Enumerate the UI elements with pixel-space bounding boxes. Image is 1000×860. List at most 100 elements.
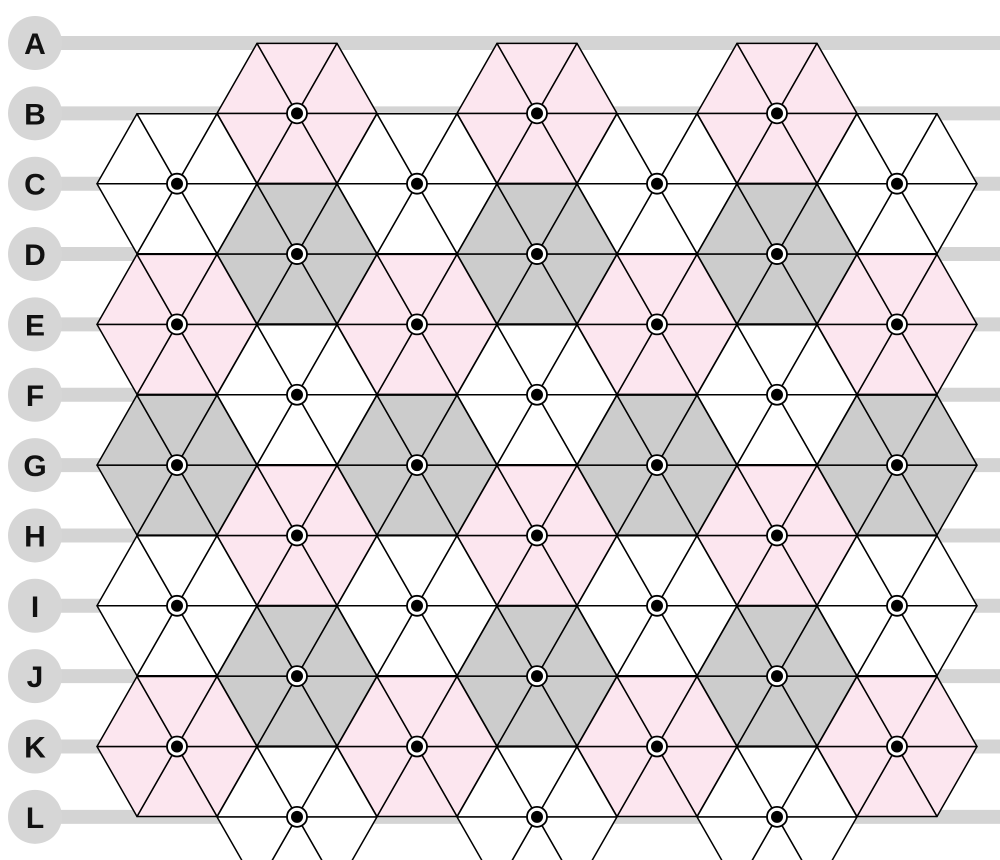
node-k3[interactable] — [406, 735, 428, 758]
node-g7[interactable] — [886, 454, 908, 477]
triangle-cell[interactable] — [176, 112, 258, 185]
node-dot — [771, 529, 783, 542]
triangle-cell[interactable] — [296, 605, 378, 677]
row-label-text: G — [23, 450, 46, 483]
node-k7[interactable] — [886, 735, 908, 758]
node-i1[interactable] — [166, 594, 188, 617]
triangle-cell[interactable] — [296, 183, 378, 255]
node-d6[interactable] — [766, 243, 788, 265]
node-dot — [651, 740, 663, 753]
hexagon-k1 — [96, 675, 258, 818]
node-f6[interactable] — [766, 383, 788, 406]
triangle-cell[interactable] — [776, 42, 858, 115]
node-i5[interactable] — [646, 594, 668, 617]
node-f2[interactable] — [286, 383, 308, 406]
hexagon-d2 — [216, 183, 378, 325]
triangle-cell[interactable] — [416, 394, 498, 466]
node-e5[interactable] — [646, 313, 668, 336]
node-c3[interactable] — [406, 172, 428, 195]
node-b4[interactable] — [526, 102, 548, 125]
triangle-cell[interactable] — [416, 112, 498, 185]
node-dot — [651, 599, 663, 612]
node-l2[interactable] — [286, 805, 308, 828]
row-label-l: L — [8, 789, 62, 844]
node-dot — [771, 388, 783, 401]
triangle-cell[interactable] — [656, 535, 738, 607]
node-f4[interactable] — [526, 383, 548, 406]
triangle-cell[interactable] — [776, 605, 858, 677]
node-g1[interactable] — [166, 454, 188, 477]
row-label-badge — [8, 789, 62, 844]
node-dot — [531, 810, 543, 823]
row-label-j: J — [8, 649, 62, 704]
triangle-cell[interactable] — [176, 535, 258, 607]
hexagon-l4 — [456, 746, 618, 860]
triangle-cell[interactable] — [176, 394, 258, 466]
triangle-cell[interactable] — [296, 464, 378, 537]
node-j2[interactable] — [286, 665, 308, 688]
node-l6[interactable] — [766, 805, 788, 828]
hexagon-l6 — [696, 746, 858, 860]
node-dot — [771, 670, 783, 683]
row-label-text: D — [24, 239, 46, 272]
triangle-cell[interactable] — [656, 253, 738, 326]
triangle-cell[interactable] — [536, 324, 618, 396]
triangle-cell[interactable] — [776, 464, 858, 537]
hexagon-e7 — [816, 253, 978, 396]
triangle-cell[interactable] — [896, 112, 978, 185]
node-j4[interactable] — [526, 665, 548, 688]
node-h4[interactable] — [526, 524, 548, 547]
node-d2[interactable] — [286, 243, 308, 265]
node-g3[interactable] — [406, 454, 428, 477]
node-e3[interactable] — [406, 313, 428, 336]
triangle-cell[interactable] — [896, 675, 978, 748]
node-dot — [531, 670, 543, 683]
triangle-cell[interactable] — [656, 112, 738, 185]
hexagon-f6 — [696, 324, 858, 466]
triangle-cell[interactable] — [536, 464, 618, 537]
triangle-cell[interactable] — [416, 253, 498, 326]
triangle-cell[interactable] — [776, 324, 858, 396]
node-d4[interactable] — [526, 243, 548, 265]
triangle-cell[interactable] — [896, 253, 978, 326]
triangle-cell[interactable] — [296, 324, 378, 396]
node-l4[interactable] — [526, 805, 548, 828]
node-k1[interactable] — [166, 735, 188, 758]
node-b6[interactable] — [766, 102, 788, 125]
triangle-cell[interactable] — [536, 605, 618, 677]
node-e7[interactable] — [886, 313, 908, 336]
triangle-cell[interactable] — [296, 746, 378, 818]
node-dot — [651, 177, 663, 190]
triangle-cell[interactable] — [296, 42, 378, 115]
triangle-cell[interactable] — [896, 535, 978, 607]
node-dot — [891, 459, 903, 472]
node-c5[interactable] — [646, 172, 668, 195]
triangle-cell[interactable] — [416, 675, 498, 748]
triangle-cell[interactable] — [656, 675, 738, 748]
triangle-cell[interactable] — [416, 535, 498, 607]
triangle-cell[interactable] — [536, 746, 618, 818]
row-label-badge — [8, 578, 62, 633]
node-h6[interactable] — [766, 524, 788, 547]
node-dot — [771, 107, 783, 120]
triangle-cell[interactable] — [176, 675, 258, 748]
node-e1[interactable] — [166, 313, 188, 336]
node-c7[interactable] — [886, 172, 908, 195]
hexagon-e3 — [336, 253, 498, 396]
triangle-cell[interactable] — [536, 183, 618, 255]
node-g5[interactable] — [646, 454, 668, 477]
triangle-cell[interactable] — [176, 253, 258, 326]
triangle-cell[interactable] — [536, 42, 618, 115]
node-k5[interactable] — [646, 735, 668, 758]
node-h2[interactable] — [286, 524, 308, 547]
node-i7[interactable] — [886, 594, 908, 617]
triangle-cell[interactable] — [656, 394, 738, 466]
row-label-i: I — [8, 578, 62, 633]
triangle-cell[interactable] — [896, 394, 978, 466]
node-i3[interactable] — [406, 594, 428, 617]
node-b2[interactable] — [286, 102, 308, 125]
node-c1[interactable] — [166, 172, 188, 195]
node-j6[interactable] — [766, 665, 788, 688]
triangle-cell[interactable] — [776, 183, 858, 255]
triangle-cell[interactable] — [776, 746, 858, 818]
